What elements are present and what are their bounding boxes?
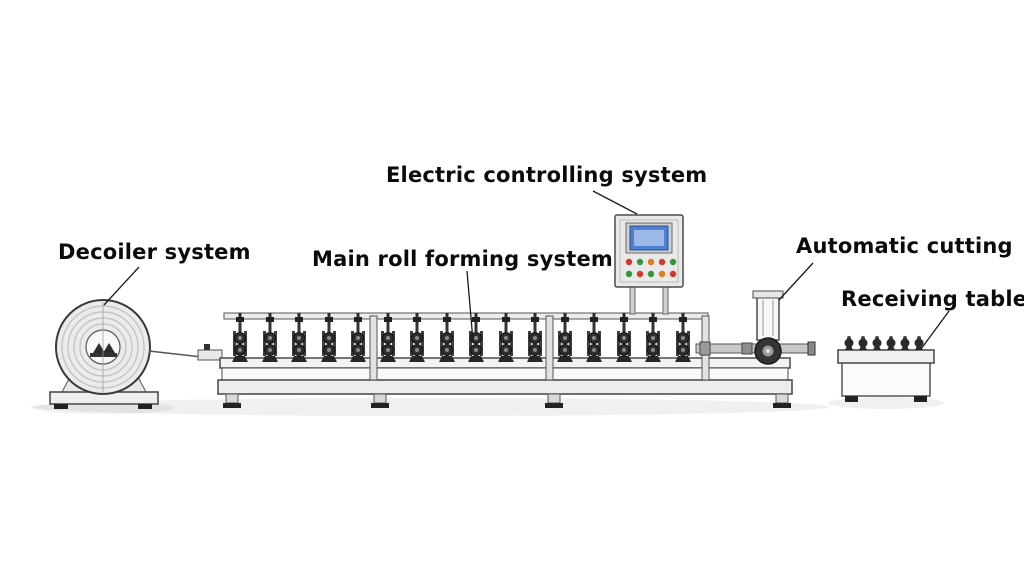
profile-coupling [741,342,753,355]
decoiler-system [49,299,223,409]
roller-stands [231,312,692,363]
button-red [636,270,644,278]
main-forming-leader-line [466,270,474,342]
roller-stand [320,312,338,363]
button-red [658,258,666,266]
decoiler-foot-right [138,404,152,409]
main-roll-forming-machine [217,312,793,408]
profile-end-cap [807,341,816,356]
table-roller-knob [886,336,896,350]
output-profile [695,343,813,354]
roller-stand [408,312,426,363]
roller-stand [497,312,515,363]
metal-strip [148,350,203,358]
roller-stand [674,312,692,363]
label-electric-controlling-system: Electric controlling system [386,163,708,187]
decoiler-foot-left [54,404,68,409]
roller-stand [438,312,456,363]
roller-stand [644,312,662,363]
roller-stand [615,312,633,363]
roller-stand [467,312,485,363]
panel-leg [629,285,636,315]
table-roller-knob [872,336,882,350]
table-top [837,349,935,364]
receiving-table [837,336,935,402]
strip-guide [197,349,223,361]
mandrel-jaw [103,343,115,353]
receiving-leader-line [920,310,950,350]
button-green [669,258,677,266]
table-roller-knob [844,336,854,350]
roller-stand [349,312,367,363]
button-orange [647,258,655,266]
panel-inner-frame [619,219,679,283]
cutting-leader-line [778,262,814,301]
button-red [669,270,677,278]
button-green [625,270,633,278]
roller-stand [556,312,574,363]
roller-stand [585,312,603,363]
table-foot-left [845,396,858,402]
ground-shadow [30,397,944,416]
machine-legs [223,393,791,408]
roller-stand [261,312,279,363]
leader-lines [103,190,950,350]
mandrel-jaw [93,343,105,353]
cutter-wheel-axle [766,349,770,353]
roller-stand [379,312,397,363]
label-automatic-cutting: Automatic cutting [796,234,1013,258]
electric-control-panel [614,214,684,315]
control-screen-inner [634,230,664,246]
electric-leader-line [592,190,638,215]
table-foot-right [914,396,927,402]
decoiler-leader-line [103,266,140,306]
automatic-cutting-unit [695,290,816,365]
cutter-top-cap [752,290,784,299]
label-main-roll-forming-system: Main roll forming system [312,247,613,271]
button-red [625,258,633,266]
label-receiving-table: Receiving table [841,287,1024,311]
strip-guide-clamp [204,344,210,350]
cutter-frame [756,295,780,341]
label-decoiler-system: Decoiler system [58,240,251,264]
roller-stand [231,312,249,363]
panel-leg [662,285,669,315]
section-post [545,315,554,381]
button-orange [658,270,666,278]
control-buttons [625,258,677,278]
button-green [636,258,644,266]
roller-stand [526,312,544,363]
profile-coupling [699,341,711,356]
section-post [369,315,378,381]
button-green [647,270,655,278]
table-roller-knob [900,336,910,350]
table-front-panel [841,361,931,397]
base-beam [217,379,793,395]
roller-stand [290,312,308,363]
table-roller-knob [858,336,868,350]
